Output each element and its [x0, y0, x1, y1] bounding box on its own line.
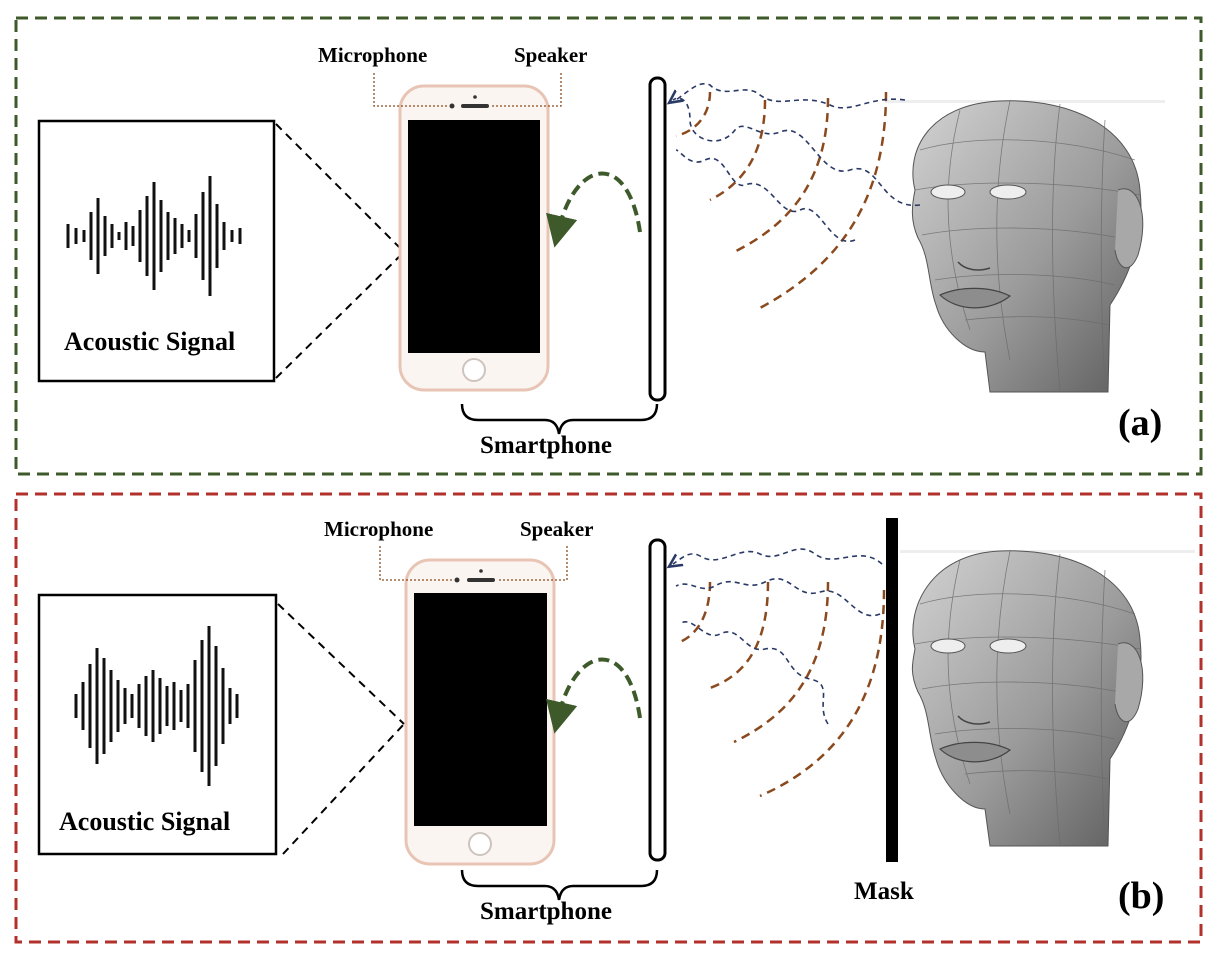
panel-tag: (a) [1118, 402, 1163, 444]
echo-wave-icon [675, 91, 888, 310]
smartphone-side-icon [648, 76, 667, 402]
microphone-leader [373, 73, 449, 107]
eye-icon [989, 638, 1027, 654]
panel-b-border [14, 492, 1203, 944]
speaker-leader [491, 73, 562, 107]
signal-box [37, 593, 278, 856]
home-button-icon [462, 358, 486, 382]
smartphone-brace [460, 403, 659, 435]
microphone-leader [379, 546, 454, 581]
panel-b-drawing [14, 492, 1203, 944]
acoustic-signal-label: Acoustic Signal [59, 807, 231, 836]
smartphone-front-icon [404, 558, 556, 866]
reflection-path-icon [673, 82, 921, 243]
reflection-path-icon [673, 548, 883, 725]
zoom-line-bottom [282, 723, 405, 855]
eye-icon [989, 184, 1027, 200]
speaker-label: Speaker [520, 517, 594, 541]
mask-label: Mask [854, 878, 914, 905]
smartphone-label: Smartphone [480, 432, 612, 459]
smartphone-brace [460, 869, 659, 901]
mouth-icon [938, 287, 1012, 309]
smartphone-side-icon [648, 538, 667, 862]
acoustic-signal-label: Acoustic Signal [64, 327, 236, 356]
panel-a: Microphone Speaker Acoustic Signal Smart… [14, 16, 1203, 476]
face-mesh-head-icon [885, 100, 1165, 393]
zoom-line-bottom [275, 251, 405, 379]
zoom-line-top [277, 603, 405, 725]
sound-waveform-icon [66, 176, 242, 296]
eye-icon [930, 638, 966, 654]
zoom-line-top [275, 123, 405, 253]
panel-a-drawing [14, 16, 1203, 476]
face-mesh-head-icon [900, 550, 1195, 847]
ear-icon [1114, 642, 1144, 722]
camera-dot-icon [479, 569, 483, 573]
sound-waveform-icon [74, 626, 239, 786]
microphone-label: Microphone [318, 43, 428, 67]
nose-icon [957, 715, 991, 725]
speaker-leader [497, 546, 568, 581]
feedback-arrow-icon [546, 657, 642, 734]
nose-icon [957, 261, 991, 271]
smartphone-front-icon [398, 84, 550, 392]
phone-screen [414, 593, 547, 826]
mouth-icon [938, 741, 1012, 763]
eye-icon [930, 184, 966, 200]
panel-b: Microphone Speaker Acoustic Signal Smart… [0, 474, 1220, 954]
speaker-label: Speaker [514, 43, 588, 67]
smartphone-label: Smartphone [480, 898, 612, 925]
panel-tag: (b) [1118, 875, 1165, 917]
camera-dot-icon [473, 95, 477, 99]
feedback-arrow-icon [546, 171, 642, 248]
ear-icon [1114, 188, 1144, 268]
home-button-icon [468, 832, 492, 856]
mask-icon [886, 518, 898, 862]
phone-screen [408, 120, 540, 353]
microphone-dot-icon [449, 103, 455, 109]
echo-wave-icon [679, 581, 886, 798]
panel-a-border [14, 16, 1203, 476]
earpiece-icon [467, 578, 495, 582]
signal-box [37, 119, 276, 383]
microphone-label: Microphone [324, 517, 434, 541]
microphone-dot-icon [454, 577, 460, 583]
earpiece-icon [461, 104, 489, 108]
